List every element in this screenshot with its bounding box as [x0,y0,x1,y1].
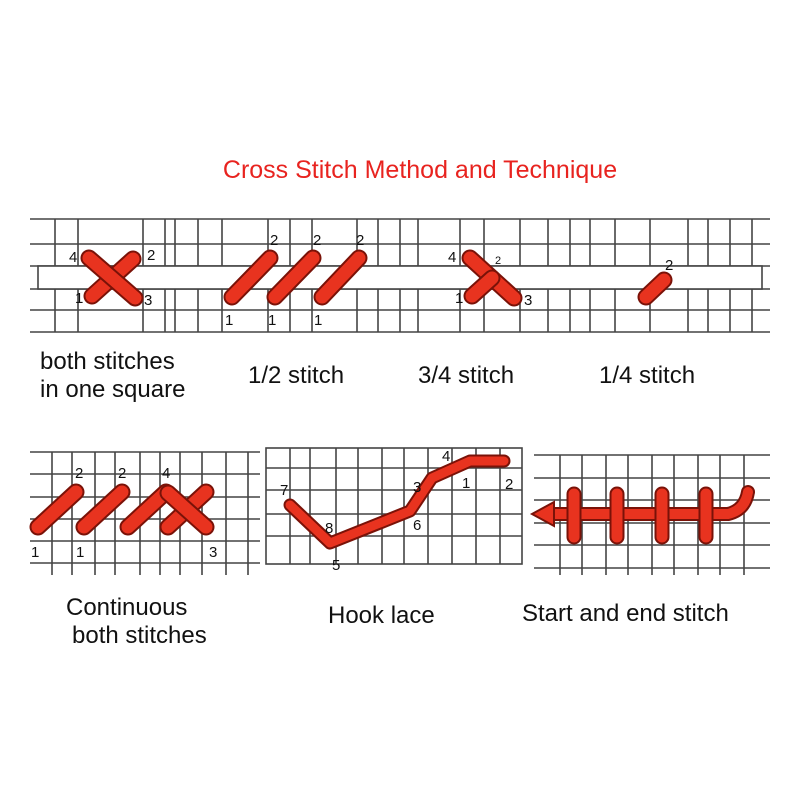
stitch-number: 4 [442,448,450,465]
caption-line: 3/4 stitch [418,362,515,389]
stitch-number: 2 [665,257,673,274]
caption-hook-lace: Hook lace [328,602,435,630]
stitch-number: 2 [495,255,501,267]
stitch-number: 6 [413,517,421,534]
stitch-numbers: 4 2 1 3 2 2 2 1 1 1 4 2 1 3 2 2 2 4 1 1 … [31,232,673,574]
caption-line: in one square [40,376,186,403]
stitch-number: 1 [455,290,463,307]
caption-line: both stitches [40,348,175,375]
weave-grid-row-1 [30,218,770,333]
stitch-number: 4 [162,465,170,482]
stitch-start-end [529,485,755,545]
caption-line: 1/2 stitch [248,362,345,389]
stitch-number: 2 [313,232,321,249]
stitch-number: 4 [448,249,456,266]
caption-continuous: Continuous both stitches [66,594,207,650]
stitch-number: 3 [144,292,152,309]
caption-three-quarter-stitch: 3/4 stitch [418,362,514,390]
stitch-number: 3 [413,479,421,496]
stitch-three-quarter [461,249,523,307]
caption-half-stitch: 1/2 stitch [248,362,344,390]
stitch-number: 7 [280,482,288,499]
stitch-quarter [637,271,673,306]
stitch-number: 2 [505,476,513,493]
stitch-number: 2 [270,232,278,249]
stitch-both-in-one-square [80,249,144,307]
caption-start-end: Start and end stitch [522,600,729,628]
stitch-number: 3 [524,292,532,309]
caption-line: Hook lace [328,602,435,629]
diagram-title: Cross Stitch Method and Technique [222,156,618,184]
stitch-number: 2 [356,232,364,249]
stitch-number: 1 [75,290,83,307]
stitch-number: 5 [332,557,340,574]
stitch-number: 1 [31,544,39,561]
stitch-number: 2 [75,465,83,482]
stitch-number: 1 [462,475,470,492]
stitch-number: 2 [147,247,155,264]
caption-line: both stitches [72,622,207,649]
caption-line: 1/4 stitch [599,362,696,389]
stitch-hook-lace [283,454,511,550]
caption-line: Start and end stitch [522,600,729,627]
stitch-number: 8 [325,520,333,537]
stitch-half-stitches [223,249,368,306]
stitch-continuous [29,483,215,536]
stitch-number: 1 [314,312,322,329]
stitch-number: 1 [76,544,84,561]
stitch-number: 1 [268,312,276,329]
caption-quarter-stitch: 1/4 stitch [599,362,695,390]
stitch-number: 3 [209,544,217,561]
caption-line: Continuous [66,594,188,621]
stitch-number: 1 [225,312,233,329]
stitch-number: 2 [118,465,126,482]
stitch-number: 4 [69,249,77,266]
caption-both-stitches: both stitches in one square [40,348,185,404]
